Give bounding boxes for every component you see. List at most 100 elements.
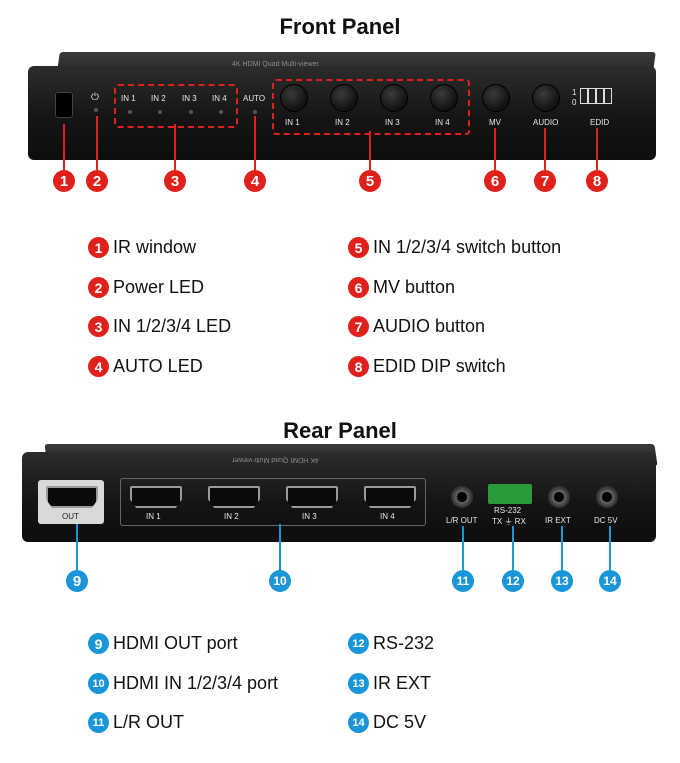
ir-window [55,92,73,118]
hdmi-in1-port[interactable] [130,486,182,508]
mv-button[interactable] [482,84,510,112]
legend-text-14: DC 5V [373,712,427,732]
callout-badge-9: 9 [66,570,88,592]
lr-out-label: L/R OUT [446,516,478,525]
power-icon: ⏻ [91,92,99,103]
callout-line-2 [96,116,98,170]
button-label-in3: IN 3 [385,118,400,127]
audio-label: AUDIO [533,118,559,127]
edid-dip-switch[interactable] [580,88,612,104]
callout-line-11 [462,526,464,570]
callout-badge-1: 1 [53,170,75,192]
in3-button[interactable] [380,84,408,112]
in2-port-label: IN 2 [224,512,239,521]
callout-line-7 [544,128,546,170]
callout-badge-13: 13 [551,570,573,592]
legend-text-3: IN 1/2/3/4 LED [113,316,232,336]
hdmi-in3-port[interactable] [286,486,338,508]
led-label-in3: IN 3 [182,94,197,103]
rear-panel-title: Rear Panel [283,418,397,443]
callout-badge-7: 7 [534,170,556,192]
edid-label: EDID [590,118,610,127]
callout-line-4 [254,116,256,170]
legend-text-9: HDMI OUT port [113,633,238,653]
in2-button[interactable] [330,84,358,112]
legend-text-4: AUTO LED [113,356,203,376]
led-label-in1: IN 1 [121,94,136,103]
button-label-in4: IN 4 [435,118,450,127]
dc-power-jack[interactable] [596,486,618,508]
lr-out-jack[interactable] [451,486,473,508]
callout-badge-4: 4 [244,170,266,192]
button-label-in1: IN 1 [285,118,300,127]
legend-text-12: RS-232 [373,633,435,653]
ir-ext-jack[interactable] [548,486,570,508]
callout-line-5 [369,131,371,170]
ir-ext-label: IR EXT [545,516,571,525]
in1-port-label: IN 1 [146,512,161,521]
legend-badge-3: 3 [88,316,109,337]
legend-badge-5: 5 [348,237,369,258]
in1-button[interactable] [280,84,308,112]
in4-led [219,110,223,114]
legend-badge-14: 14 [348,712,369,733]
in4-button[interactable] [430,84,458,112]
callout-line-14 [609,526,611,570]
callout-badge-5: 5 [359,170,381,192]
callout-line-13 [561,526,563,570]
callout-line-10 [279,524,281,570]
auto-label: AUTO [243,94,266,103]
hdmi-in-group [120,478,426,526]
rear-brand-text: 4K HDMI Quad Multi-viewer [232,456,319,463]
hdmi-in2-port[interactable] [208,486,260,508]
button-label-in2: IN 2 [335,118,350,127]
legend-badge-6: 6 [348,277,369,298]
callout-line-12 [512,526,514,570]
callout-line-8 [596,128,598,170]
legend-badge-7: 7 [348,316,369,337]
legend-badge-8: 8 [348,356,369,377]
callout-line-6 [494,128,496,170]
callout-badge-6: 6 [484,170,506,192]
legend-badge-13: 13 [348,673,369,694]
legend-badge-12: 12 [348,633,369,654]
legend-text-8: EDID DIP switch [373,356,506,376]
hdmi-out-port[interactable] [46,486,98,508]
legend-badge-4: 4 [88,356,109,377]
legend-badge-10: 10 [88,673,109,694]
led-label-in4: IN 4 [212,94,227,103]
out-label: OUT [62,512,79,521]
legend-text-10: HDMI IN 1/2/3/4 port [113,673,279,693]
in1-led [128,110,132,114]
legend-text-1: IR window [113,237,197,257]
callout-line-9 [76,524,78,570]
legend-text-7: AUDIO button [373,316,486,336]
callout-badge-2: 2 [86,170,108,192]
front-panel-title: Front Panel [279,14,401,39]
front-brand-text: 4K HDMI Quad Multi-viewer [232,61,319,68]
dip-number-0: 0 [572,98,577,107]
legend-text-6: MV button [373,277,456,297]
in3-led [189,110,193,114]
rs232-terminal[interactable] [488,484,532,504]
callout-badge-11: 11 [452,570,474,592]
dip-number-1: 1 [572,88,577,97]
legend-text-2: Power LED [113,277,205,297]
hdmi-in4-port[interactable] [364,486,416,508]
legend-text-13: IR EXT [373,673,432,693]
legend-badge-9: 9 [88,633,109,654]
audio-button[interactable] [532,84,560,112]
rs232-label: RS-232 [494,506,522,515]
callout-badge-14: 14 [599,570,621,592]
in-led-highlight [114,84,238,128]
dc-label: DC 5V [594,516,618,525]
